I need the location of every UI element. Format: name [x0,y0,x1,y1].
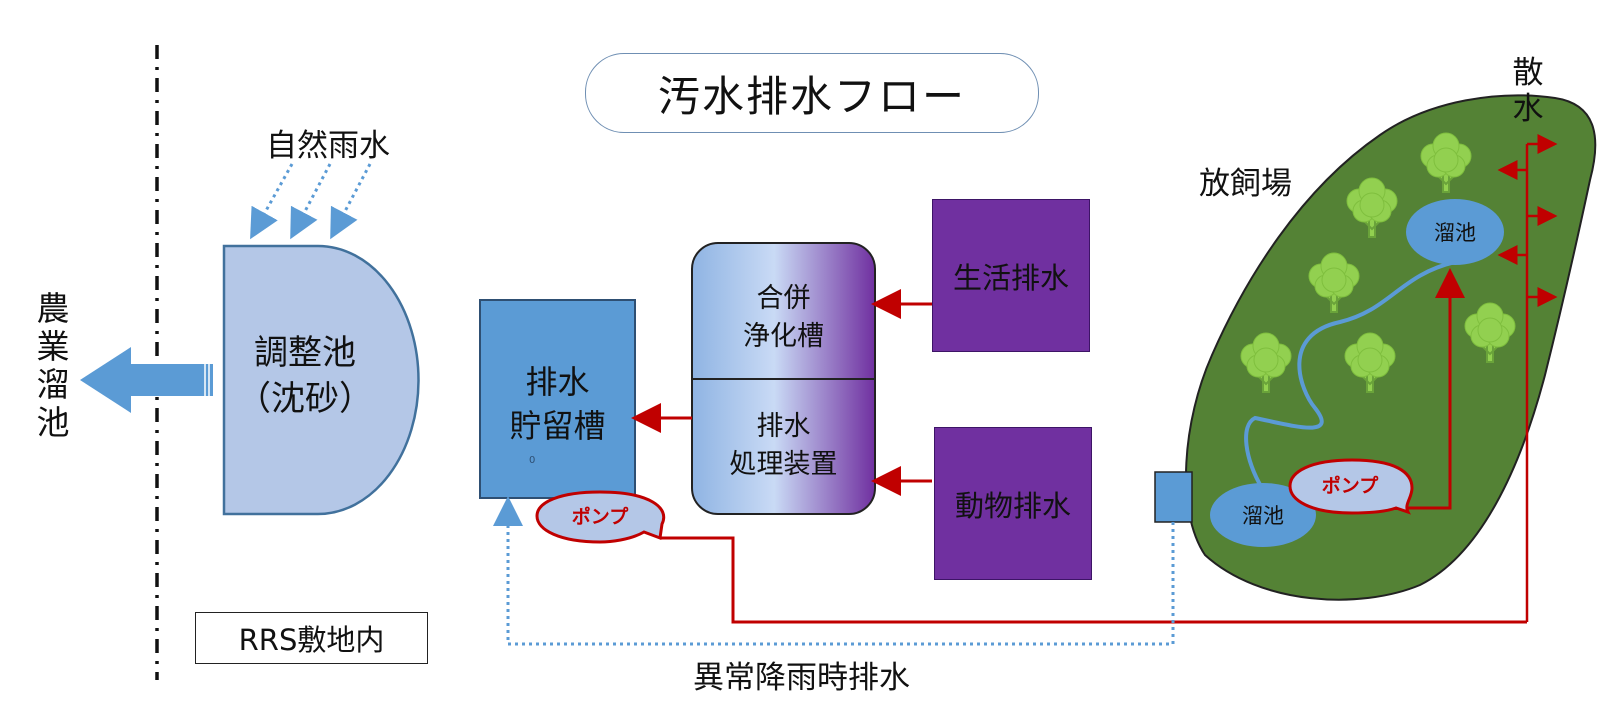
pump-callout-pasture: ポンプ [1288,458,1414,515]
main-pipe [660,536,1527,624]
tree-5 [1344,332,1396,393]
pond-upper [1406,199,1504,265]
rain-arrows [250,163,372,240]
sprinkle-label: 散 水 [1512,55,1544,127]
sprinkler-lines [1497,134,1558,622]
pump-callout-tank: ポンプ [535,490,666,544]
tree-1 [1420,132,1472,193]
pasture-label: 放飼場 [1199,166,1292,202]
tree-4 [1240,332,1292,393]
pasture-outlet-box [1154,471,1193,523]
pond-lower [1210,483,1316,547]
diagram-title: 汚水排水フロー [585,53,1039,133]
site-label-box: RRS敷地内 [195,612,428,664]
domestic-wastewater-box: 生活排水 [932,199,1090,352]
regulating-pond-shape [222,244,420,516]
tree-2 [1346,177,1398,238]
pond-label-upper: 溜池 [1434,221,1476,245]
regulating-pond-label: 調整池 （沈砂） [237,333,373,419]
combined-septic-label: 合併 浄化槽 [743,283,824,352]
tree-3 [1308,252,1360,313]
outflow-arrow [80,347,213,413]
pasture-pump-line [1408,268,1465,510]
pump-label-tank: ポンプ [572,505,629,528]
pump-label-pasture: ポンプ [1322,474,1379,497]
treatment-device-label: 排水 処理装置 [729,411,838,480]
trees [1240,132,1516,393]
tree-6 [1464,302,1516,363]
pond-label-lower: 溜池 [1242,504,1284,528]
storage-tank-shape [479,299,636,499]
storage-tank-label: 排水 貯留槽 [509,363,606,445]
abnormal-rain-label: 異常降雨時排水 [693,660,910,696]
animal-wastewater-box: 動物排水 [934,427,1092,580]
farm-pond-label: 農 業 溜 池 [36,289,70,442]
creek [1244,260,1456,490]
rain-label: 自然雨水 [266,128,390,164]
storage-tank-mark: 0 [529,455,536,466]
